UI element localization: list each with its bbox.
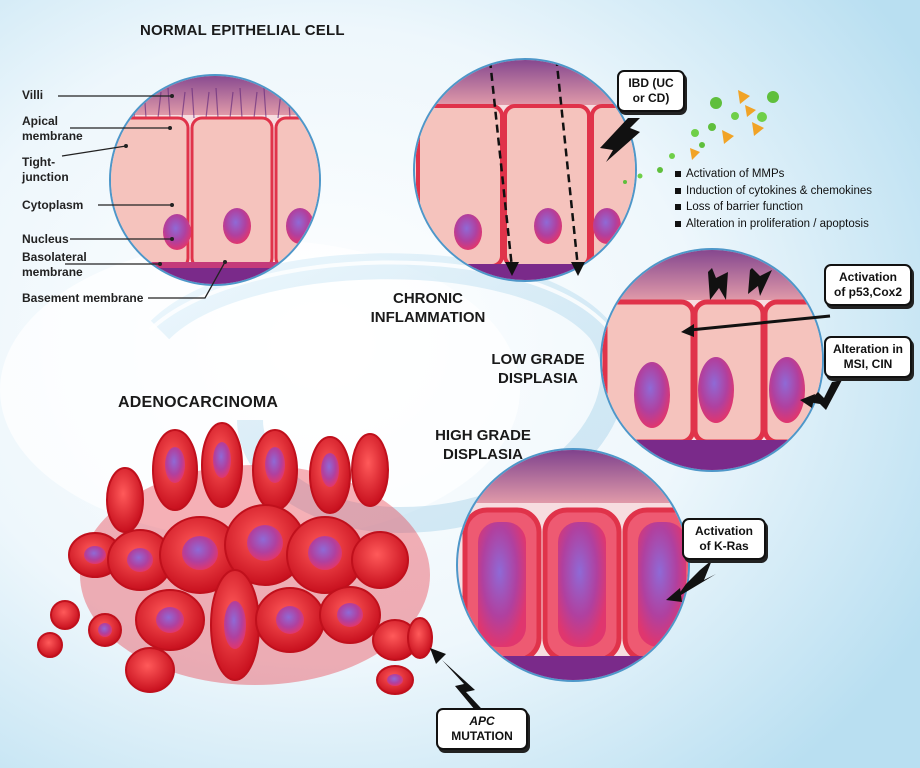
- label-basement-membrane: Basement membrane: [22, 291, 143, 306]
- bullet-square-icon: [675, 204, 681, 210]
- bullet-square-icon: [675, 221, 681, 227]
- stage-chronic-inflammation: CHRONIC INFLAMMATION: [368, 289, 488, 327]
- effect-item: Activation of MMPs: [675, 166, 872, 183]
- callout-kras-text: Activation of K-Ras: [695, 524, 753, 553]
- effect-item: Loss of barrier function: [675, 199, 872, 216]
- stage-high-grade: HIGH GRADE DISPLASIA: [428, 426, 538, 464]
- callout-kras: Activation of K-Ras: [682, 518, 766, 560]
- callout-apc-gene: APC: [444, 714, 520, 729]
- callout-ibd-text: IBD (UC or CD): [628, 76, 673, 105]
- callout-apc-mutation: APC MUTATION: [436, 708, 528, 750]
- effect-text: Activation of MMPs: [686, 168, 784, 180]
- bullet-square-icon: [675, 188, 681, 194]
- effect-text: Loss of barrier function: [686, 201, 803, 213]
- callout-apc-mutation-text: MUTATION: [444, 729, 520, 744]
- ibd-effects-list: Activation of MMPs Induction of cytokine…: [675, 166, 872, 232]
- label-cytoplasm: Cytoplasm: [22, 198, 83, 213]
- label-tight-junction: Tight-junction: [22, 155, 72, 185]
- page-title: NORMAL EPITHELIAL CELL: [140, 22, 345, 39]
- callout-p53-text: Activation of p53,Cox2: [834, 270, 902, 299]
- callout-p53-cox2: Activation of p53,Cox2: [824, 264, 912, 306]
- effect-text: Alteration in proliferation / apoptosis: [686, 218, 869, 230]
- effect-item: Induction of cytokines & chemokines: [675, 183, 872, 200]
- bullet-square-icon: [675, 171, 681, 177]
- effect-item: Alteration in proliferation / apoptosis: [675, 216, 872, 233]
- callout-ibd: IBD (UC or CD): [617, 70, 685, 112]
- callout-msi-cin: Alteration in MSI, CIN: [824, 336, 912, 378]
- callout-msi-text: Alteration in MSI, CIN: [833, 342, 903, 371]
- stage-adenocarcinoma: ADENOCARCINOMA: [118, 394, 278, 412]
- label-nucleus: Nucleus: [22, 232, 69, 247]
- label-basolateral-membrane: Basolateral membrane: [22, 250, 92, 280]
- label-apical-membrane: Apical membrane: [22, 114, 78, 144]
- stage-low-grade: LOW GRADE DISPLASIA: [488, 350, 588, 388]
- label-villi: Villi: [22, 88, 43, 103]
- effect-text: Induction of cytokines & chemokines: [686, 185, 872, 197]
